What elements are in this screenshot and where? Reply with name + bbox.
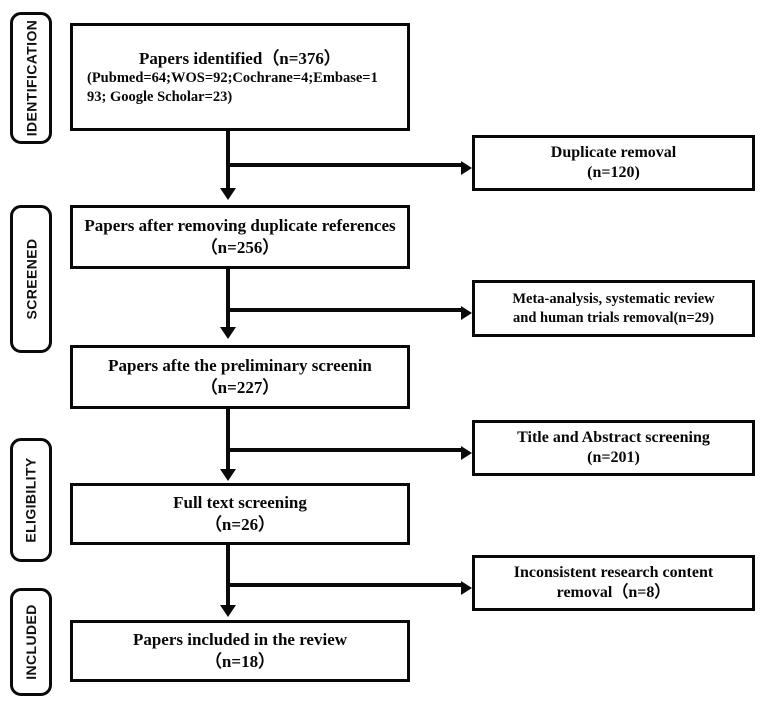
box-included-line2: （n=18） <box>204 652 276 671</box>
phase-label-screened-text: SCREENED <box>23 238 39 320</box>
box-full-text-line2: （n=26） <box>204 515 276 534</box>
arrowhead-right-to-meta-analysis-removal <box>461 305 472 320</box>
box-duplicate-removal-line1: Duplicate removal <box>550 143 677 161</box>
box-papers-identified-line2: (Pubmed=64;WOS=92;Cochrane=4;Embase=1 <box>87 70 378 87</box>
arrowhead-right-to-inconsistent-removal <box>461 580 472 595</box>
arrowhead-right-to-title-abstract-screening <box>461 445 472 460</box>
phase-label-included-text: INCLUDED <box>23 604 39 680</box>
box-inconsistent-removal-line2: removal（n=8） <box>556 584 671 601</box>
arrowhead-right-to-duplicate-removal <box>461 160 472 175</box>
box-papers-included-in-review: Papers included in the review （n=18） <box>70 620 410 682</box>
box-included-line1: Papers included in the review <box>132 630 348 650</box>
phase-label-eligibility-text: ELIGIBILITY <box>23 457 40 543</box>
box-after-preliminary-line1: Papers afte the preliminary screenin <box>108 356 372 376</box>
box-meta-analysis-removal: Meta-analysis, systematic review and hum… <box>472 280 755 337</box>
phase-label-screened: SCREENED <box>10 205 52 353</box>
box-papers-identified: Papers identified（n=376） (Pubmed=64;WOS=… <box>70 23 410 131</box>
connector-vertical-duplicates-to-preliminary <box>226 268 230 329</box>
box-papers-after-preliminary-screening: Papers afte the preliminary screenin （n=… <box>70 345 410 409</box>
box-full-text-line1: Full text screening <box>173 493 307 513</box>
box-full-text-screening: Full text screening （n=26） <box>70 483 410 545</box>
box-title-abstract-line1: Title and Abstract screening <box>517 428 710 446</box>
connector-horizontal-to-duplicate-removal <box>226 163 464 167</box>
box-title-abstract-line2: (n=201) <box>587 449 640 466</box>
box-papers-identified-line3: 93; Google Scholar=23) <box>87 88 233 105</box>
phase-label-identification: IDENTIFICATION <box>10 12 52 144</box>
box-papers-identified-line1: Papers identified（n=376） <box>139 48 341 68</box>
connector-vertical-preliminary-to-fulltext <box>226 409 230 471</box>
phase-label-identification-text: IDENTIFICATION <box>23 19 39 137</box>
box-after-duplicates-line1: Papers after removing duplicate referenc… <box>84 216 396 236</box>
connector-vertical-fulltext-to-included <box>226 545 230 607</box>
phase-label-eligibility: ELIGIBILITY <box>10 438 52 562</box>
box-inconsistent-research-removal: Inconsistent research content removal（n=… <box>472 555 755 611</box>
arrowhead-down-to-full-text <box>220 469 236 481</box>
box-papers-after-removing-duplicates: Papers after removing duplicate referenc… <box>70 205 410 269</box>
arrowhead-down-to-included <box>220 605 236 617</box>
box-meta-analysis-removal-line1: Meta-analysis, systematic review <box>512 290 715 307</box>
arrowhead-down-to-after-duplicates <box>220 188 236 200</box>
connector-horizontal-to-inconsistent-removal <box>226 583 464 587</box>
connector-horizontal-to-title-abstract-screening <box>226 448 464 452</box>
box-after-preliminary-line2: （n=227） <box>200 378 280 397</box>
arrowhead-down-to-after-preliminary <box>220 327 236 339</box>
connector-horizontal-to-meta-analysis-removal <box>226 308 464 312</box>
box-duplicate-removal: Duplicate removal (n=120) <box>472 135 755 191</box>
phase-label-included: INCLUDED <box>10 588 52 696</box>
connector-vertical-identified-to-duplicates <box>226 130 230 190</box>
box-duplicate-removal-line2: (n=120) <box>587 164 640 181</box>
box-inconsistent-removal-line1: Inconsistent research content <box>513 563 714 581</box>
box-after-duplicates-line2: （n=256） <box>200 238 280 257</box>
box-title-abstract-screening: Title and Abstract screening (n=201) <box>472 420 755 476</box>
box-meta-analysis-removal-line2: and human trials removal(n=29) <box>513 309 714 326</box>
